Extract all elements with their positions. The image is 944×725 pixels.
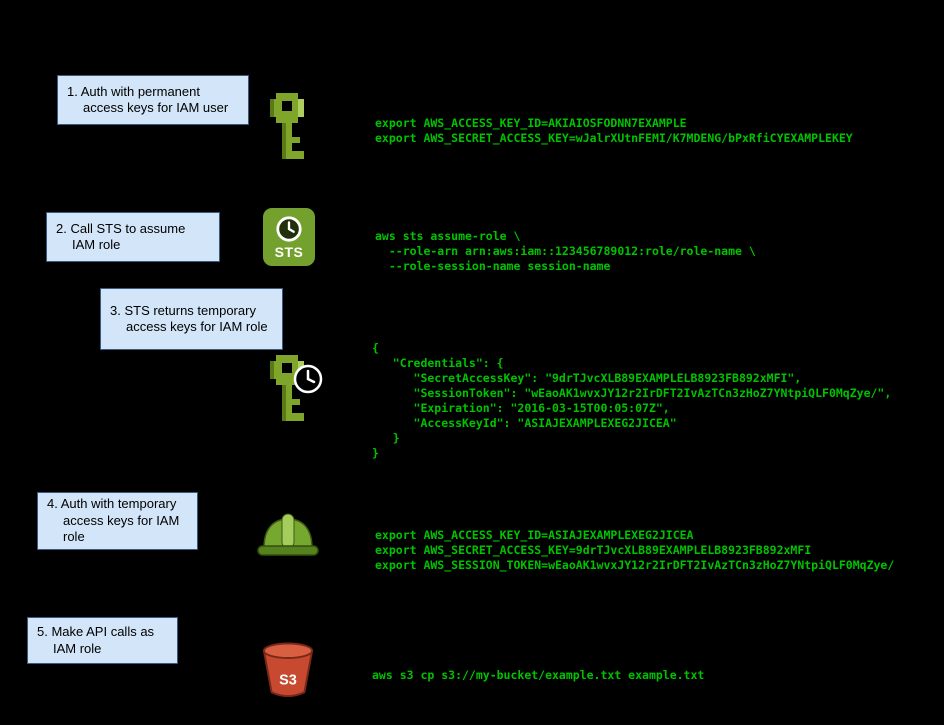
step-1-label-box: 1. Auth with permanent access keys for I… [57, 75, 249, 125]
step-4-label: 4. Auth with temporary access keys for I… [47, 496, 180, 545]
step-4-terminal-output: export AWS_ACCESS_KEY_ID=ASIAJEXAMPLEXEG… [375, 528, 894, 573]
terminal-line: } [372, 446, 379, 460]
terminal-line: export AWS_SECRET_ACCESS_KEY=wJalrXUtnFE… [375, 131, 853, 145]
terminal-line: { [372, 341, 379, 355]
terminal-line: export AWS_ACCESS_KEY_ID=AKIAIOSFODNN7EX… [375, 116, 687, 130]
s3-icon-label: S3 [279, 673, 297, 689]
step-5-label-box: 5. Make API calls as IAM role [27, 617, 178, 664]
temporary-key-icon [266, 355, 326, 435]
terminal-line: "SecretAccessKey": "9drTJvcXLB89EXAMPLEL… [372, 371, 802, 385]
step-4-label-box: 4. Auth with temporary access keys for I… [37, 492, 198, 550]
s3-bucket-icon: S3 [261, 640, 315, 707]
terminal-line: } [372, 431, 400, 445]
step-3-terminal-output: { "Credentials": { "SecretAccessKey": "9… [372, 341, 891, 461]
key-icon [270, 93, 304, 159]
terminal-line: export AWS_SESSION_TOKEN=wEaoAK1wvxJY12r… [375, 558, 895, 572]
terminal-line: aws s3 cp s3://my-bucket/example.txt exa… [372, 668, 705, 682]
clock-badge-icon [293, 364, 323, 394]
step-1-label: 1. Auth with permanent access keys for I… [67, 83, 229, 116]
iam-role-hard-hat-icon [257, 511, 319, 562]
sts-icon-label: STS [274, 244, 304, 260]
bucket-icon: S3 [262, 642, 314, 698]
step-3-label: 3. STS returns temporary access keys for… [110, 302, 268, 335]
hard-hat-icon [257, 513, 319, 556]
step-5-terminal-output: aws s3 cp s3://my-bucket/example.txt exa… [372, 668, 704, 683]
terminal-line: "Credentials": { [372, 356, 504, 370]
step-5-label: 5. Make API calls as IAM role [37, 624, 155, 656]
step-2-label-box: 2. Call STS to assume IAM role [46, 212, 220, 262]
step-3-label-box: 3. STS returns temporary access keys for… [100, 288, 283, 350]
terminal-line: "Expiration": "2016-03-15T00:05:07Z", [372, 401, 670, 415]
iam-user-key-icon [266, 93, 312, 172]
sts-service-icon: STS [263, 208, 315, 266]
terminal-line: export AWS_SECRET_ACCESS_KEY=9drTJvcXLB8… [375, 543, 812, 557]
terminal-line: "AccessKeyId": "ASIAJEXAMPLEXEG2JICEA" [372, 416, 677, 430]
step-1-terminal-output: export AWS_ACCESS_KEY_ID=AKIAIOSFODNN7EX… [375, 116, 853, 146]
clock-icon [276, 216, 302, 242]
step-2-label: 2. Call STS to assume IAM role [56, 220, 186, 253]
terminal-line: --role-session-name session-name [375, 259, 611, 273]
terminal-line: export AWS_ACCESS_KEY_ID=ASIAJEXAMPLEXEG… [375, 528, 694, 542]
terminal-line: aws sts assume-role \ [375, 229, 521, 243]
terminal-line: "SessionToken": "wEaoAK1wvxJY12r2IrDFT2I… [372, 386, 892, 400]
step-2-terminal-output: aws sts assume-role \ --role-arn arn:aws… [375, 229, 756, 274]
terminal-line: --role-arn arn:aws:iam::123456789012:rol… [375, 244, 756, 258]
